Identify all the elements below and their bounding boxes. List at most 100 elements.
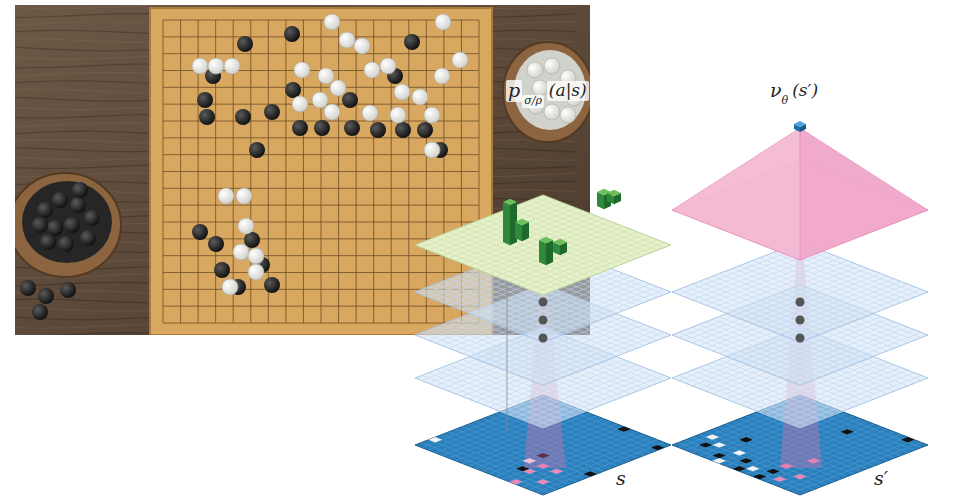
black-stone [20, 280, 36, 296]
layer-grid-line [787, 287, 915, 337]
layer-grid-line [760, 258, 888, 308]
layer-grid-line [733, 268, 861, 318]
white-stone [224, 58, 240, 74]
policy-subscript: σ/ρ [522, 95, 544, 108]
white-stone [324, 14, 340, 30]
white-stone [233, 244, 249, 260]
layer-grid-line [476, 221, 604, 271]
layer-grid-line [780, 327, 908, 377]
value-subscript: θ [782, 95, 789, 108]
pyramid-face [672, 128, 800, 260]
policy-network [415, 189, 671, 495]
layer-grid-line [760, 429, 888, 479]
black-stone [84, 210, 100, 226]
white-stone [527, 62, 543, 78]
black-stone [285, 82, 301, 98]
white-stone [324, 104, 340, 120]
layer-grid-line [739, 268, 867, 318]
bar-side [503, 202, 510, 245]
black-stone-cell [733, 466, 747, 471]
ellipsis-dot [539, 316, 548, 325]
white-stone [238, 218, 254, 234]
black-stone [314, 120, 330, 136]
probability-bar [553, 239, 567, 255]
board-grid-line [356, 20, 357, 323]
black-stone [264, 277, 280, 293]
black-stone [40, 234, 56, 250]
black-stone [72, 182, 88, 198]
layer-grid-line [739, 266, 867, 316]
black-stone [249, 142, 265, 158]
layer-grid-line [422, 289, 550, 339]
ellipsis-dot [539, 334, 548, 343]
layer-grid-line [706, 255, 834, 305]
layer-grid-line [679, 375, 807, 425]
black-stone [264, 104, 280, 120]
white-stone [544, 104, 560, 120]
layer-grid-line [753, 260, 881, 310]
value-pyramid [672, 128, 928, 260]
highlight-cell [793, 474, 806, 479]
board-grid-line [163, 272, 479, 273]
black-stone-cell [753, 474, 767, 479]
highlight-cell [773, 477, 786, 482]
white-stone-cell [733, 450, 747, 455]
bar-top [503, 199, 517, 205]
probability-bar [539, 237, 553, 265]
layer-grid-line [685, 287, 813, 337]
layer-grid-line [476, 219, 604, 269]
white-stone [312, 92, 328, 108]
layer-grid-line [428, 240, 556, 290]
white-stone [544, 58, 560, 74]
layer-grid-line [746, 263, 874, 313]
ellipsis-dot [539, 298, 548, 307]
black-stone [192, 224, 208, 240]
state-label: s [616, 468, 626, 490]
ellipsis-dot [796, 298, 805, 307]
bar-side [515, 222, 522, 241]
white-stone [218, 188, 234, 204]
layer-grid-line [699, 281, 827, 331]
bar-side [522, 222, 529, 241]
layer-grid-line [462, 213, 590, 263]
white-stone [248, 264, 264, 280]
board-grid-line [163, 171, 479, 172]
black-stone [38, 288, 54, 304]
layer-grid-line [469, 224, 597, 274]
layer-grid-line [530, 287, 658, 337]
value-symbol: ν [770, 80, 782, 102]
white-stone-cell [429, 437, 442, 442]
policy-symbol: p [506, 80, 522, 102]
layer-grid-line [793, 332, 921, 382]
black-stone [417, 122, 433, 138]
layer-grid-line [793, 375, 921, 425]
layer-grid-line [699, 253, 827, 303]
layer-grid-line [422, 375, 550, 425]
bar-side [546, 240, 553, 265]
white-stone [292, 96, 308, 112]
white-stone [424, 142, 440, 158]
black-stone [70, 197, 86, 213]
white-stone [380, 58, 396, 74]
layer-grid-line [523, 237, 651, 287]
policy-output-layer [415, 195, 671, 295]
white-stone [354, 38, 370, 54]
layer-grid-line [679, 289, 807, 339]
policy-argument: (a|s) [547, 81, 589, 101]
layer-grid-line [435, 237, 563, 287]
white-stone [412, 89, 428, 105]
layer-grid-line [692, 284, 820, 334]
bowl-inside [22, 181, 112, 263]
white-stone [330, 80, 346, 96]
ellipsis-dot [796, 334, 805, 343]
layer-grid-line [469, 216, 597, 266]
layer-grid-line [422, 332, 550, 382]
white-stone [339, 32, 355, 48]
black-stone [208, 236, 224, 252]
board-grid-line [163, 205, 479, 206]
board-grid-line [163, 323, 479, 324]
board-grid-line [408, 20, 409, 323]
white-stone [394, 84, 410, 100]
highlight-cell [550, 469, 564, 474]
